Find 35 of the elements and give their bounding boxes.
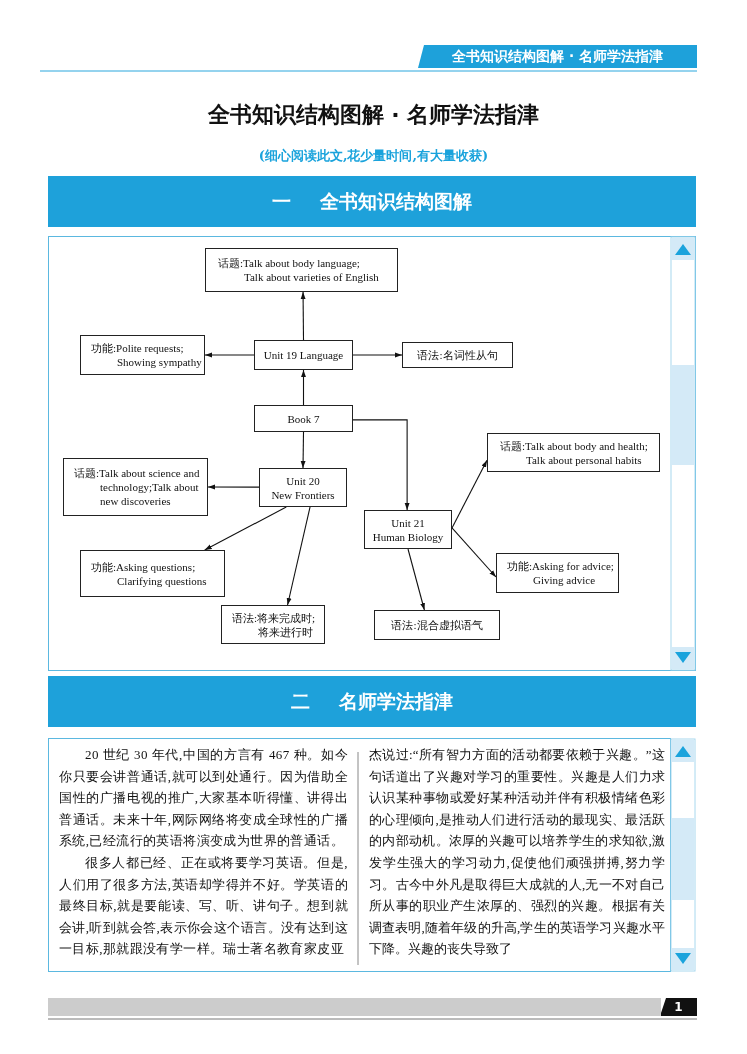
unit-box: Unit 21 Human Biology (364, 510, 452, 549)
book-box: Book 7 (254, 405, 353, 432)
grammar-box: 语法:将来完成时;将来进行时 (221, 605, 325, 644)
arrow (204, 506, 287, 551)
arrow (407, 548, 425, 611)
topic-box: 话题:Talk about body and health; Talk about personal habits (487, 433, 660, 472)
subtitle: (细心阅读此文,花少量时间,有大量收获) (257, 147, 490, 165)
arrow (204, 352, 255, 358)
arrow (451, 459, 488, 529)
topic-box: 话题:Talk about science and technology;Talk about new discoveries (63, 458, 208, 516)
function-box: 功能:Polite requests; Showing sympathy (80, 335, 205, 375)
arrow (451, 527, 497, 578)
arrow (207, 484, 260, 490)
paragraph: 很多人都已经、正在或将要学习英语。但是,人们用了很多方法,英语却学得并不好。学英语的最终目标,就是要能读、写、听、讲句子。想到就会讲,听到就会答,表示你会这个语言。没有达到这一目标,那就跟没有学一样。瑞士著名教育家皮亚 (59, 853, 348, 959)
page-number: 1 (660, 998, 697, 1016)
unit-box: Unit 19 Language (254, 340, 353, 370)
header-tab: 全书知识结构图解 · 名师学法指津 (418, 45, 697, 68)
grammar-box: 语法:混合虚拟语气 (374, 610, 500, 640)
arrow (352, 352, 403, 358)
text-panel (48, 738, 671, 972)
page-title: 全书知识结构图解 · 名师学法指津 (206, 101, 541, 129)
unit-box: Unit 20 New Frontiers (259, 468, 347, 507)
section-banner: 二 名师学法指津 (48, 676, 696, 727)
grammar-box: 语法:名词性从句 (402, 342, 513, 368)
arrow (286, 506, 311, 606)
paragraph: 杰说过:“所有智力方面的活动都要依赖于兴趣。”这句话道出了兴趣对学习的重要性。兴趣是人们力求认识某种事物或爱好某种活动并伴有积极情绪色彩的心理倾向,是推动人们进行活动的最现实、最活跃的内部动机。浓厚的兴趣可以培养学生的求知欲,激发学生强大的学习动力,促使他们顽强拼搏,努力学习。古今中外凡是取得巨大成就的人,无一不对自己所从事的职业产生浓厚的、强烈的兴趣。根据有关调查表明,随着年级的升高,学生的英语学习兴趣水平下降。兴趣的丧失导致了 (369, 746, 665, 959)
function-box: 功能:Asking questions; Clarifying questions (80, 550, 225, 597)
arrow (300, 291, 306, 341)
paragraph: 20 世纪 30 年代,中国的方言有 467 种。如今你只要会讲普通话,就可以到处通行。因为借助全国性的广播电视的推广,大家基本听得懂、讲得出普通话。未来十年,网际网络将变成全球性的广播系统,已经流行的英语将演变成为世界的普通话。 (59, 746, 348, 851)
arrow (300, 431, 306, 469)
section-banner: 一 全书知识结构图解 (48, 176, 696, 227)
arrow (352, 419, 410, 511)
function-box: 功能:Asking for advice; Giving advice (496, 553, 619, 593)
topic-box: 话题:Talk about body language; Talk about varieties of English (205, 248, 398, 292)
arrow (301, 369, 306, 406)
